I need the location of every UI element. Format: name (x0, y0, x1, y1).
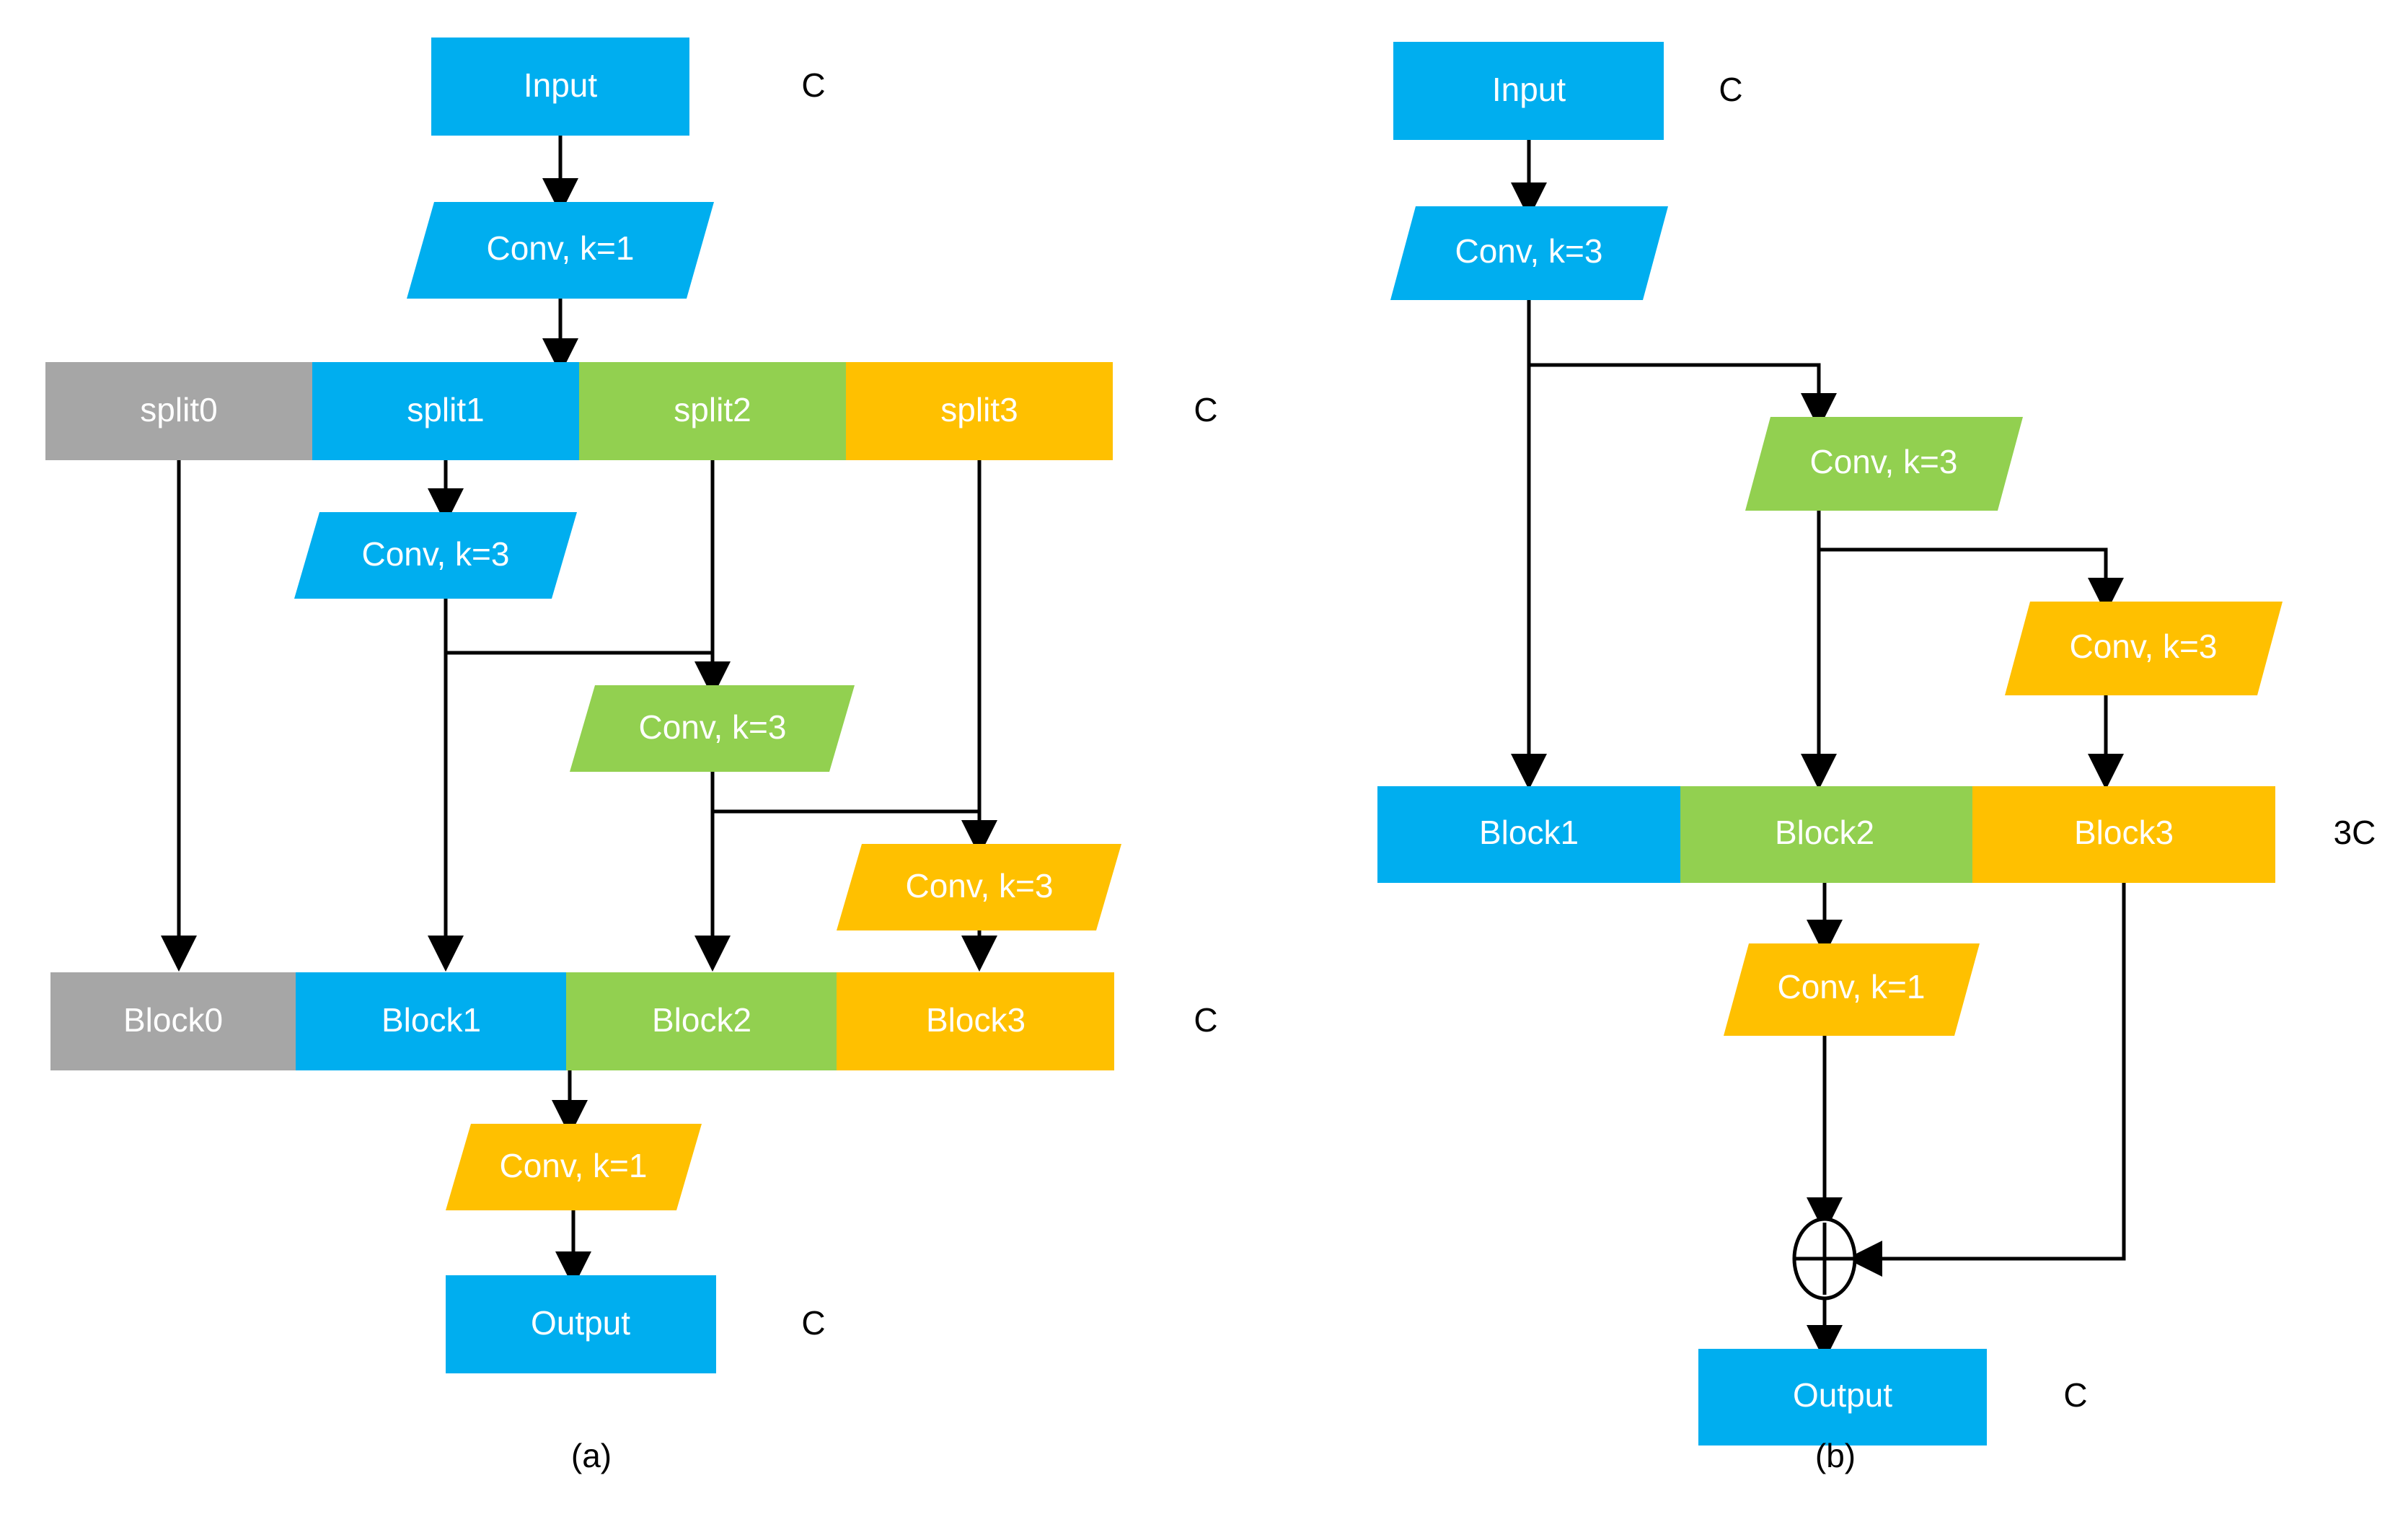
panel-a-branch-conv-3-node[interactable]: Conv, k=3 (837, 844, 1121, 930)
panel-b-tail-conv-shape (1724, 943, 1980, 1036)
panel-b-branch-conv-1-node[interactable]: Conv, k=3 (1745, 417, 2023, 511)
panel-b-input-channels: C (1719, 71, 1742, 108)
panel-a-output-channels: C (801, 1304, 825, 1342)
panel-a-block1-rect (296, 972, 566, 1070)
panel-a-split-row-channels: C (1194, 391, 1217, 428)
panel-a-branch-conv-1-node[interactable]: Conv, k=3 (294, 512, 577, 599)
panel-a-block-cell-0[interactable]: Block0 (50, 972, 296, 1070)
panel-b-block1-rect (1377, 786, 1680, 883)
panel-a-split-cell-0[interactable]: split0 (45, 362, 312, 460)
panel-b-block-row: Block1 Block2 Block3 (1377, 786, 2275, 883)
panel-a-split3-rect (846, 362, 1113, 460)
panel-b-block2-rect (1680, 786, 1972, 883)
panel-a-block2-rect (566, 972, 837, 1070)
panel-a-block3-rect (837, 972, 1114, 1070)
panel-b-edge-residual-skip (1846, 883, 2126, 1277)
panel-a-branch-conv-3-shape (837, 844, 1121, 930)
panel-a-block-row: Block0 Block1 Block2 Block3 (50, 972, 1114, 1070)
panel-a-split-cell-2[interactable]: split2 (579, 362, 846, 460)
panel-a-tail-conv-shape (446, 1124, 702, 1210)
panel-a-block-cell-3[interactable]: Block3 (837, 972, 1114, 1070)
panel-b-block-cell-2[interactable]: Block2 (1680, 786, 1972, 883)
panel-b-output-node[interactable]: Output (1698, 1349, 1987, 1445)
panel-a-input-rect (431, 38, 689, 136)
panel-b-stem-conv-shape (1390, 206, 1668, 300)
panel-a-tail-conv-node[interactable]: Conv, k=1 (446, 1124, 702, 1210)
panel-b-branch-conv-1-shape (1745, 417, 2023, 511)
panel-b: Input C Conv, k=3 Conv, k=3 Conv, k=3 (1377, 42, 2376, 1474)
panel-b-block-cell-1[interactable]: Block1 (1377, 786, 1680, 883)
panel-a-branch-conv-2-shape (570, 685, 855, 772)
panel-a-caption: (a) (571, 1437, 612, 1474)
panel-b-block-row-channels: 3C (2334, 814, 2376, 851)
panel-b-caption: (b) (1815, 1437, 1856, 1474)
panel-a-stem-conv-shape (407, 202, 714, 299)
panel-a-split2-rect (579, 362, 846, 460)
panel-a-split0-rect (45, 362, 312, 460)
panel-b-branch-conv-2-shape (2005, 602, 2283, 695)
panel-a-block0-rect (50, 972, 296, 1070)
panel-a-output-node[interactable]: Output (446, 1275, 716, 1373)
panel-b-output-rect (1698, 1349, 1987, 1445)
panel-a-split-row: split0 split1 split2 split3 (45, 362, 1113, 460)
panel-a-split-cell-1[interactable]: split1 (312, 362, 579, 460)
panel-b-edge-stemconv-to-conv-green (1529, 363, 1837, 429)
panel-b-input-node[interactable]: Input (1393, 42, 1664, 140)
panel-a-split-cell-3[interactable]: split3 (846, 362, 1113, 460)
panel-b-stem-conv-node[interactable]: Conv, k=3 (1390, 206, 1668, 300)
panel-a-block-cell-1[interactable]: Block1 (296, 972, 566, 1070)
panel-b-edge-conv-green-to-conv-orange (1819, 547, 2124, 614)
panel-a-block-cell-2[interactable]: Block2 (566, 972, 837, 1070)
panel-a: Input C Conv, k=1 split0 split1 split2 (45, 38, 1218, 1474)
panel-b-sum-node[interactable] (1792, 1217, 1857, 1301)
panel-b-block-cell-3[interactable]: Block3 (1972, 786, 2275, 883)
panel-b-branch-conv-2-node[interactable]: Conv, k=3 (2005, 602, 2283, 695)
panel-a-branch-conv-1-shape (294, 512, 577, 599)
panel-b-tail-conv-node[interactable]: Conv, k=1 (1724, 943, 1980, 1036)
panel-a-stem-conv-node[interactable]: Conv, k=1 (407, 202, 714, 299)
panel-a-input-node[interactable]: Input (431, 38, 689, 136)
panel-a-branch-conv-2-node[interactable]: Conv, k=3 (570, 685, 855, 772)
panel-a-block-row-channels: C (1194, 1001, 1217, 1039)
panel-b-input-rect (1393, 42, 1664, 140)
panel-a-output-rect (446, 1275, 716, 1373)
panel-a-split1-rect (312, 362, 579, 460)
panel-a-input-channels: C (801, 66, 825, 104)
panel-b-output-channels: C (2063, 1376, 2087, 1414)
panel-b-block3-rect (1972, 786, 2275, 883)
